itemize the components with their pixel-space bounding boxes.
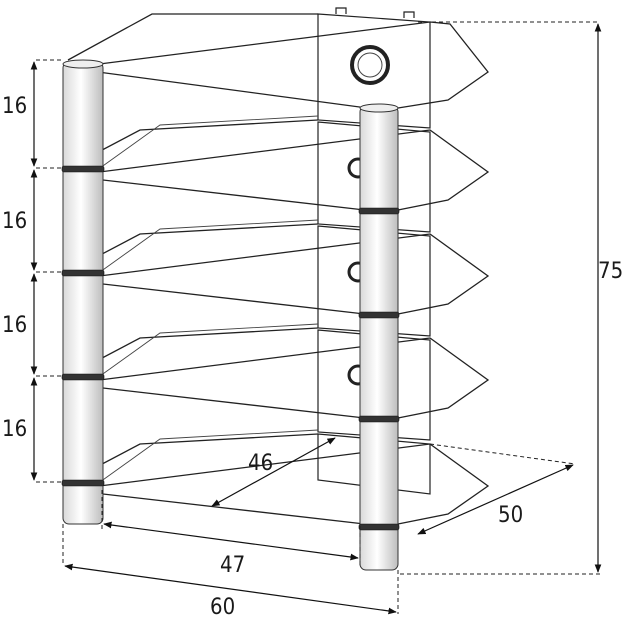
shelf-spacing-label-3: 16 — [2, 313, 27, 338]
dimension-lines — [30, 23, 602, 615]
total-height-label: 75 — [598, 259, 623, 284]
shelf-spacing-label-4: 16 — [2, 417, 27, 442]
left-pole — [61, 59, 105, 525]
dimension-labels: 16 16 16 16 75 46 50 47 60 — [2, 94, 623, 620]
shelf-spacing-label-2: 16 — [2, 209, 27, 234]
right-pole — [358, 103, 400, 571]
shelf-spacing-label-1: 16 — [2, 94, 27, 119]
inner-width-label: 47 — [220, 553, 245, 578]
overall-depth-label: 50 — [498, 503, 523, 528]
extension-lines — [36, 21, 600, 614]
overall-width-label: 60 — [210, 595, 235, 620]
shelf-depth-label: 46 — [248, 451, 273, 476]
glass-shelves — [67, 13, 490, 527]
